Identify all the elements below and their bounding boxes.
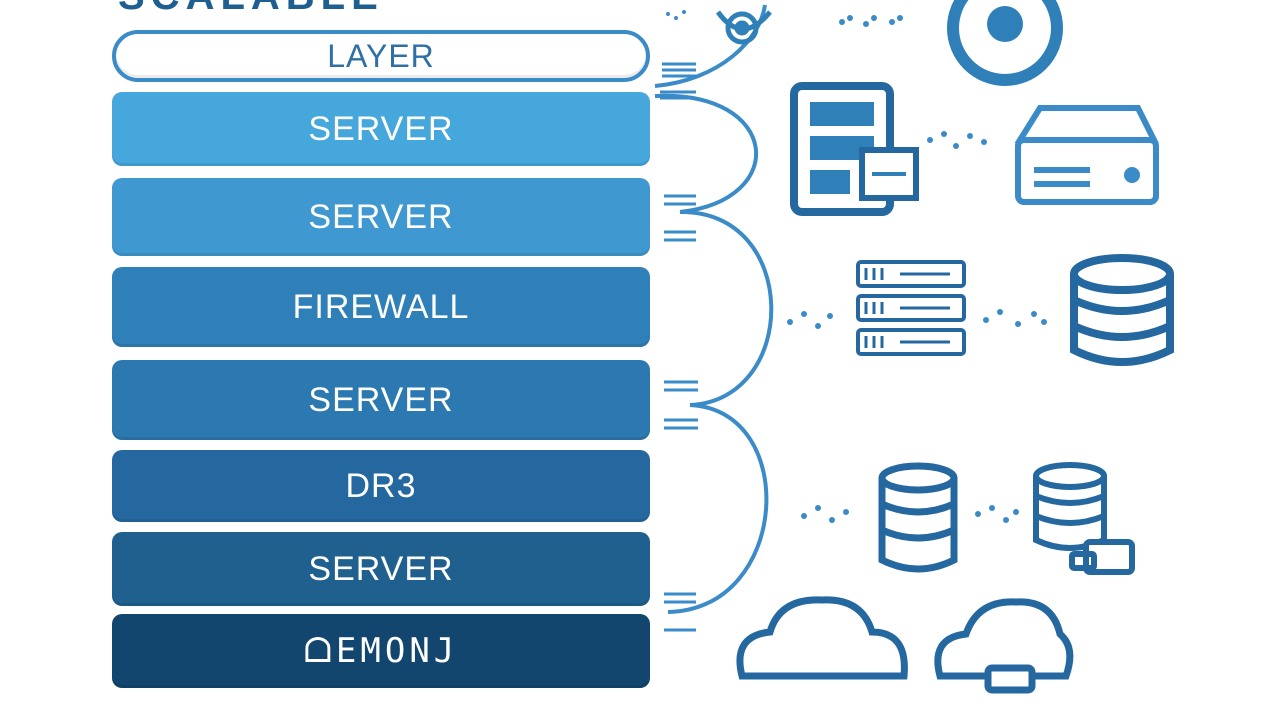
gear-circle-icon xyxy=(947,0,1063,86)
cloud-icon xyxy=(736,596,908,680)
server-window-icon xyxy=(790,82,919,216)
layer-server-1: SERVER xyxy=(112,92,650,166)
database-icon xyxy=(1070,254,1174,366)
diagram-title-fragment: SCALABLE xyxy=(118,0,384,19)
connector-ticks xyxy=(660,62,698,632)
database-with-box-icon xyxy=(1033,462,1135,575)
scatter-dots xyxy=(666,10,1047,523)
server-rack-icon xyxy=(856,260,966,356)
layer-dr3: DR3 xyxy=(112,450,650,522)
connector-lines xyxy=(654,4,774,614)
layer-firewall: FIREWALL xyxy=(112,267,650,347)
layer-server-3: SERVER xyxy=(112,360,650,440)
layer-bottom: ᗝEMONJ xyxy=(112,614,650,688)
layer-server-4: SERVER xyxy=(112,532,650,606)
storage-drive-icon xyxy=(1014,105,1159,205)
cloud-with-drive-icon xyxy=(934,598,1074,694)
shield-target-icon xyxy=(715,10,772,45)
layer-server-2: SERVER xyxy=(112,178,650,256)
layer-header: LAYER xyxy=(112,30,650,82)
database-small-icon xyxy=(878,462,958,573)
